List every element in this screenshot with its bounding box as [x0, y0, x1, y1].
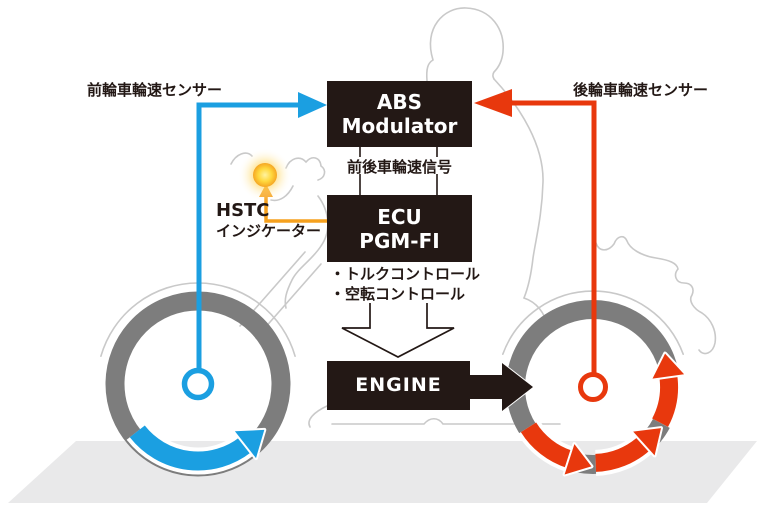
rear-wheel-hub	[578, 372, 608, 402]
hstc-indicator-label-line2: インジケーター	[216, 222, 322, 240]
indicator-lamp-icon	[238, 148, 292, 202]
rear-wheel-spin-arrows	[517, 351, 687, 477]
underbody-outline	[331, 417, 561, 425]
front-wheel-rotation-arrow	[126, 422, 267, 475]
ecu-box-line1: ECU	[377, 204, 422, 229]
hstc-indicator-label: HSTC インジケーター	[216, 201, 321, 241]
rear-wheel-sensor-label: 後輪車輪速センサー	[573, 81, 709, 99]
abs-ecu-connector-lines	[359, 147, 438, 195]
tail-section-outline	[595, 235, 717, 355]
rider-helmet-outline	[425, 7, 504, 82]
front-wheel-sensor-label: 前輪車輪速センサー	[87, 81, 223, 99]
abs-box-line2: Modulator	[341, 114, 458, 138]
rider-torso-outline	[493, 78, 544, 299]
front-wheel-hub	[181, 367, 215, 401]
abs-box-line1: ABS	[376, 90, 423, 114]
ecu-to-engine-arrow	[341, 303, 455, 358]
control-list-item-wheelspin: ・空転コントロール	[330, 285, 466, 303]
ecu-pgmfi-box: ECU PGM-FI	[327, 195, 472, 262]
engine-box: ENGINE	[327, 361, 470, 410]
control-function-list: ・トルクコントロール ・空転コントロール	[330, 264, 480, 304]
abs-modulator-box: ABS Modulator	[327, 81, 472, 147]
handlebar-outline	[285, 157, 326, 181]
engine-output-arrow	[469, 360, 535, 414]
engine-box-label: ENGINE	[355, 374, 442, 397]
control-list-item-torque: ・トルクコントロール	[330, 265, 481, 283]
front-sensor-arrow	[196, 92, 327, 370]
ecu-box-line2: PGM-FI	[359, 228, 440, 253]
hstc-indicator-label-line1: HSTC	[216, 200, 270, 221]
wheel-speed-signal-label: 前後車輪速信号	[346, 158, 452, 176]
rear-sensor-arrow	[474, 89, 597, 373]
engine-underside-outline	[308, 405, 328, 428]
